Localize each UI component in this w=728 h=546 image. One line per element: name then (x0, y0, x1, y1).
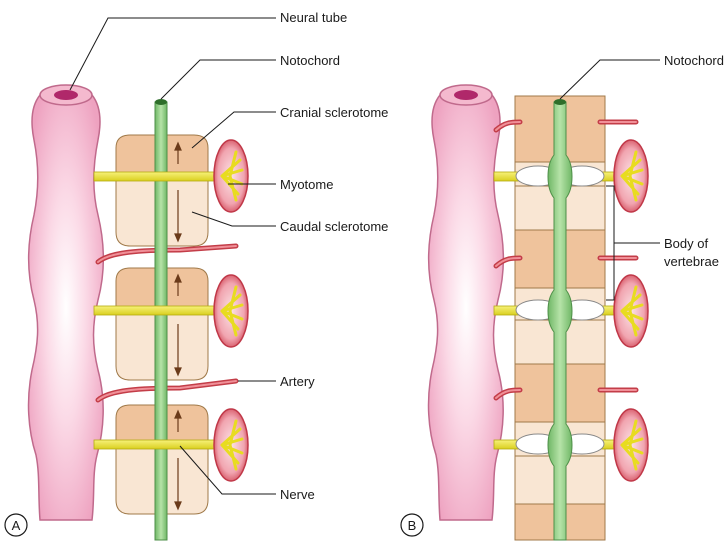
notochord-b-leader (559, 59, 660, 100)
arteries-a-highlight (97, 245, 237, 401)
label-notochord-a: Notochord (280, 53, 340, 68)
notochord-b (547, 101, 573, 541)
label-artery: Artery (280, 374, 315, 389)
myotome-nerve-branches-a (220, 150, 244, 471)
notochord-top-b (554, 99, 566, 105)
panel-b-badge (400, 513, 424, 537)
leaders-a (69, 17, 276, 495)
neural-tube-lumen-a (54, 90, 78, 100)
label-body-of-vertebrae-1: Body of (664, 236, 708, 251)
label-notochord-b: Notochord (664, 53, 724, 68)
label-cranial-sclerotome: Cranial sclerotome (280, 105, 388, 120)
label-neural-tube: Neural tube (280, 10, 347, 25)
panel-a-letter: A (12, 518, 21, 533)
neural-tube-lumen-b (454, 90, 478, 100)
neural-tube-a (27, 94, 104, 521)
notochord-top-a (155, 99, 167, 105)
panel-a-badge (4, 513, 28, 537)
arteries-b-highlight (495, 121, 637, 399)
label-myotome: Myotome (280, 177, 333, 192)
vertebrae-bracket (606, 185, 615, 301)
label-nerve: Nerve (280, 487, 315, 502)
label-caudal-sclerotome: Caudal sclerotome (280, 219, 388, 234)
label-body-of-vertebrae-2: vertebrae (664, 254, 719, 269)
panel-a: Neural tube Notochord Cranial sclerotome… (4, 10, 388, 541)
panel-b-letter: B (408, 518, 417, 533)
neural-tube-b (427, 94, 504, 521)
arrows-a (174, 141, 182, 511)
notochord-a (154, 101, 168, 541)
myotome-nerve-branches-b (620, 150, 644, 471)
panel-b: Notochord Body of vertebrae B (400, 53, 724, 541)
